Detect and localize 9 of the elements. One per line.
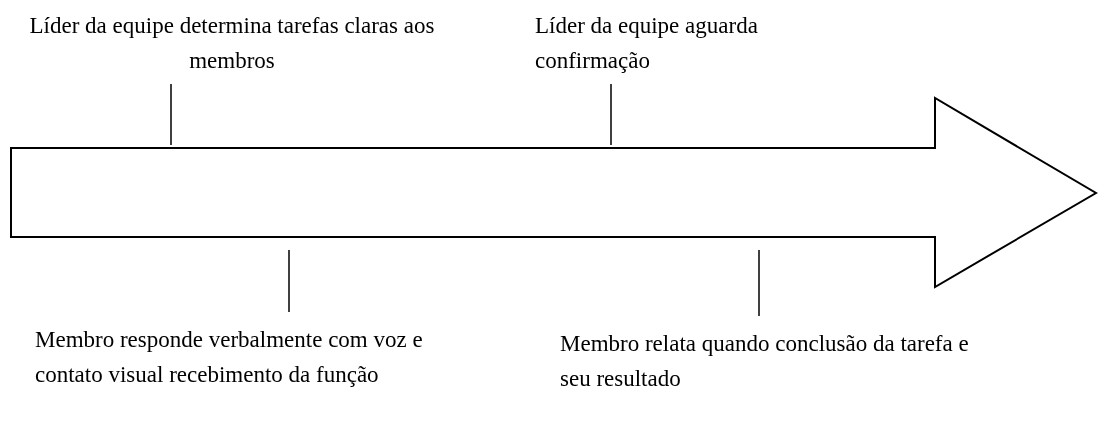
leader-line: [288, 249, 290, 313]
leader-line: [610, 83, 612, 146]
callout-text: Líder da equipe determina tarefas claras aos membros: [22, 8, 442, 78]
leader-line: [170, 83, 172, 146]
callout-text: Membro responde verbalmente com voz e contato visual recebimento da função: [35, 322, 480, 392]
callout-text: Líder da equipe aguarda confirmação: [535, 8, 835, 78]
block-arrow: [10, 96, 1098, 289]
leader-line: [758, 249, 760, 317]
callout-text: Membro relata quando conclusão da tarefa e seu resultado: [560, 326, 980, 396]
